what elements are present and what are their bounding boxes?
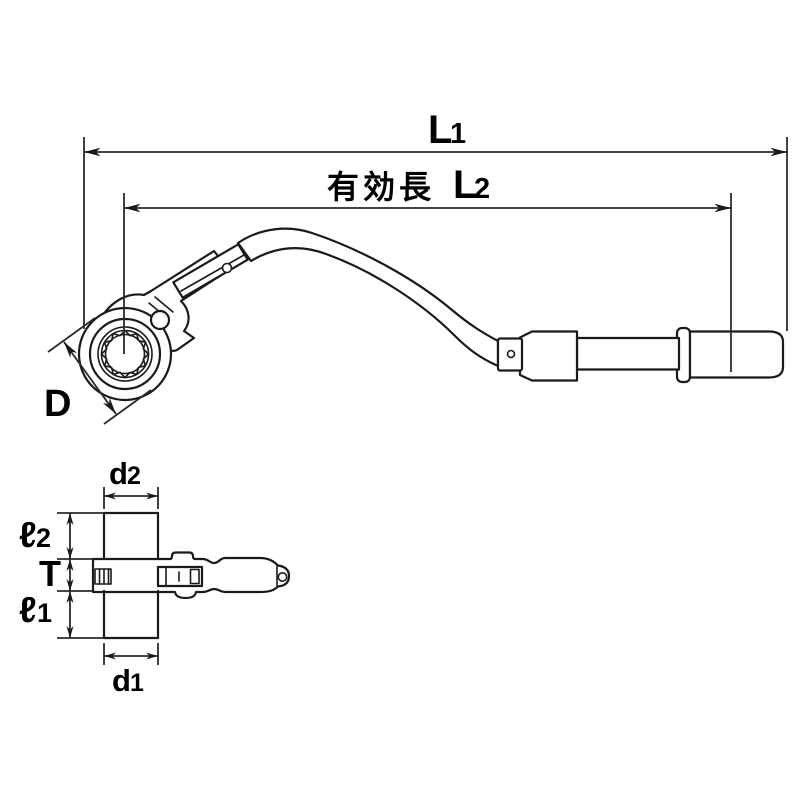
- label-ell2-sub: 2: [36, 523, 51, 553]
- endcap-hole: [277, 571, 288, 582]
- lever-bar-edge-line: [180, 254, 245, 292]
- label-d1-sub: 1: [130, 669, 144, 697]
- label-t: T: [39, 553, 61, 594]
- dimension-d2: [103, 487, 159, 509]
- label-ell1-main: ℓ: [19, 589, 37, 630]
- socket-cylinder: [102, 511, 160, 640]
- handle-grip: [688, 330, 785, 379]
- wrench-top-view: [77, 227, 785, 402]
- label-d2-main: d: [109, 456, 128, 491]
- label-d2-sub: 2: [127, 462, 141, 490]
- connector-pin-hole: [506, 349, 516, 359]
- handle-shaft: [575, 336, 681, 371]
- label-l2-main: L: [453, 163, 477, 207]
- wrench-cross-section-view: [91, 511, 291, 640]
- dimension-d1: [103, 643, 159, 665]
- curved-tube: [236, 227, 500, 368]
- label-d: D: [44, 383, 71, 425]
- dimension-l1: [83, 137, 788, 331]
- housing-band-line: [154, 296, 174, 313]
- label-ell1-sub: 1: [37, 598, 52, 628]
- dimension-d: [47, 317, 152, 425]
- tube-collar: [518, 330, 579, 382]
- label-effective-length-prefix: 有効長: [327, 169, 435, 205]
- label-l1-main: L: [428, 108, 452, 152]
- pivot-hole: [149, 309, 171, 331]
- lever-bar-hole: [221, 262, 233, 274]
- dimension-ell2-t-ell1: [57, 512, 104, 639]
- label-d1-main: d: [112, 663, 131, 698]
- label-l1-sub: 1: [450, 118, 466, 150]
- dimension-l2: [123, 193, 732, 372]
- connector-block: [496, 337, 524, 372]
- label-ell2-main: ℓ: [19, 514, 37, 555]
- label-l2-sub: 2: [474, 173, 490, 205]
- pawl-block: [189, 568, 200, 585]
